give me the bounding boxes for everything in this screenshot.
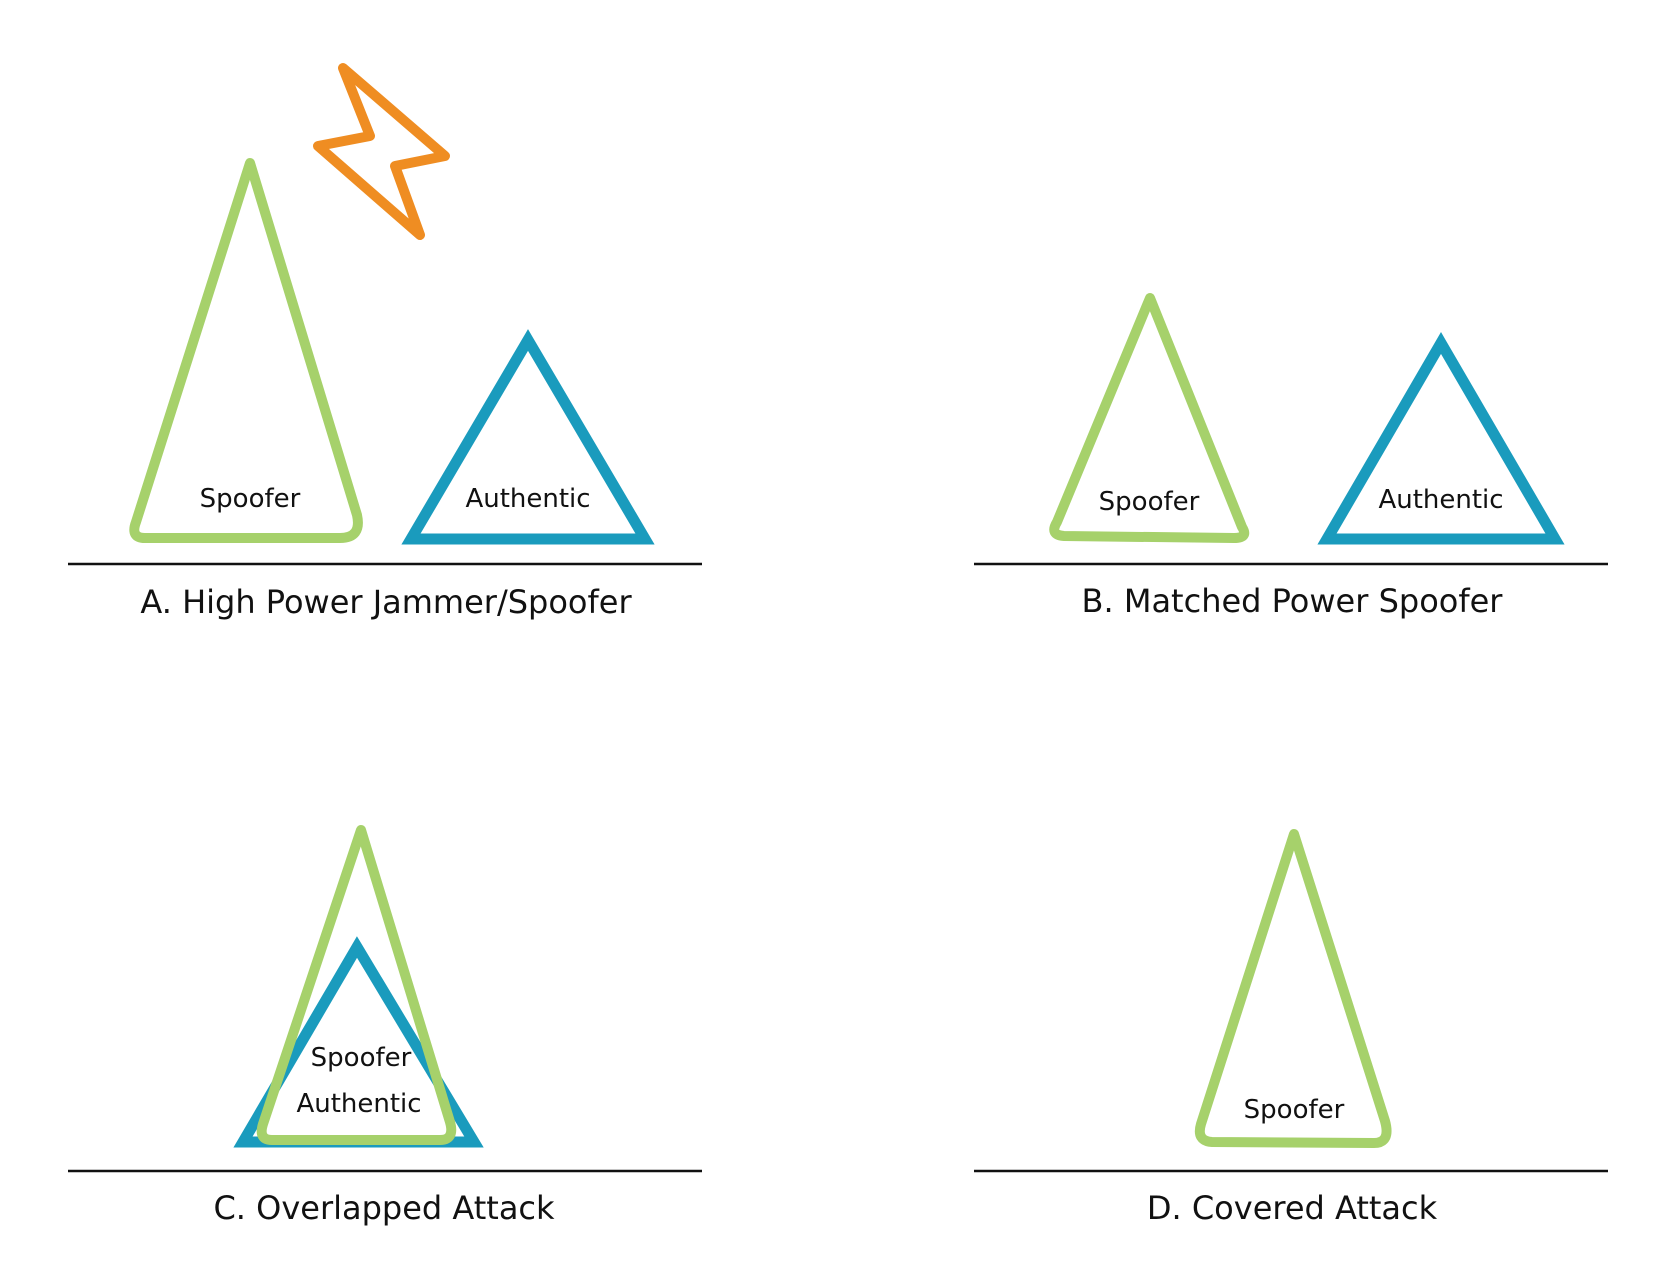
spoofer-peak [1049, 293, 1250, 543]
spoofer-peak [256, 825, 457, 1145]
spoofer-label: Spoofer [1244, 1095, 1345, 1125]
panel-a: Spoofer Authentic A. High Power Jammer/S… [68, 63, 702, 621]
spoofer-peak [129, 158, 363, 543]
authentic-label: Authentic [1378, 485, 1503, 515]
authentic-label: Authentic [465, 484, 590, 514]
panel-caption: B. Matched Power Spoofer [1082, 582, 1504, 620]
spoofer-label: Spoofer [1099, 487, 1200, 517]
spoofer-label: Spoofer [311, 1043, 412, 1073]
panel-caption: A. High Power Jammer/Spoofer [140, 583, 632, 621]
authentic-label: Authentic [296, 1089, 421, 1119]
panel-b: Spoofer Authentic B. Matched Power Spoof… [974, 293, 1608, 620]
panel-caption: D. Covered Attack [1147, 1189, 1438, 1227]
spoofer-peak [1194, 829, 1392, 1148]
panel-caption: C. Overlapped Attack [213, 1189, 555, 1227]
spoofer-label: Spoofer [200, 484, 301, 514]
authentic-peak [401, 329, 655, 545]
lightning-bolt-icon [313, 63, 450, 240]
panel-c: Spoofer Authentic C. Overlapped Attack [68, 825, 702, 1227]
authentic-peak [1317, 332, 1565, 545]
panel-d: Spoofer D. Covered Attack [974, 829, 1608, 1227]
